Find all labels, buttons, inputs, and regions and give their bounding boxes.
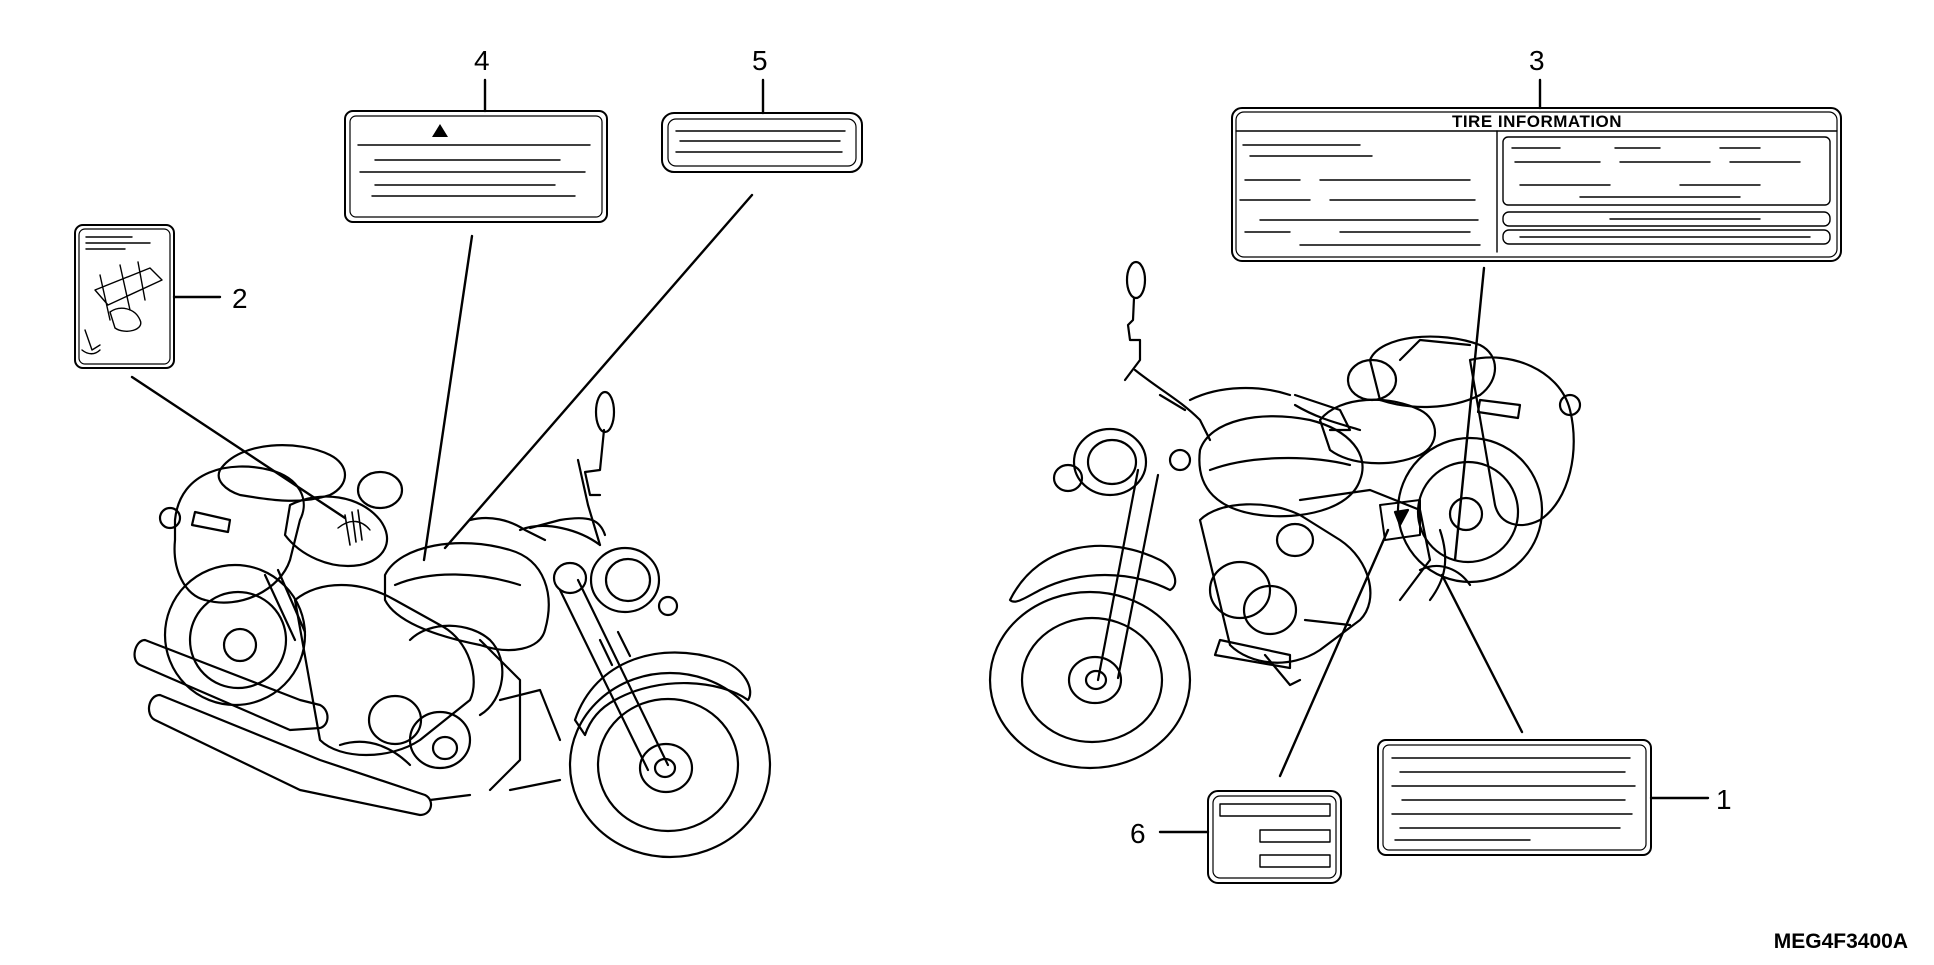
motorcycle-left-illustration xyxy=(133,390,772,859)
callout-number-4: 4 xyxy=(474,45,490,76)
warning-triangle-icon xyxy=(432,124,448,137)
label-3-illustration xyxy=(1231,107,1842,262)
label-2-illustration xyxy=(74,224,175,369)
leader-line-4-target xyxy=(422,234,474,562)
leader-line-3-target xyxy=(1453,266,1486,562)
label-5-illustration xyxy=(661,112,863,173)
motorcycle-right-illustration xyxy=(988,260,1582,770)
leader-line-6-target xyxy=(1278,528,1390,778)
tire-information-title: TIRE INFORMATION xyxy=(1452,112,1622,131)
callout-number-5: 5 xyxy=(752,45,768,76)
leader-line-1-target xyxy=(1440,573,1524,734)
label-4-illustration xyxy=(344,110,608,223)
callout-number-6: 6 xyxy=(1130,818,1146,849)
callout-number-3: 3 xyxy=(1529,45,1545,76)
label-6-illustration xyxy=(1207,790,1342,884)
leader-line-2-target xyxy=(130,375,347,520)
label-1-illustration xyxy=(1377,739,1652,856)
callout-number-2: 2 xyxy=(232,283,248,314)
leader-line-5-target xyxy=(443,193,754,550)
callout-number-1: 1 xyxy=(1716,784,1732,815)
diagram-reference-code: MEG4F3400A xyxy=(1774,930,1908,953)
